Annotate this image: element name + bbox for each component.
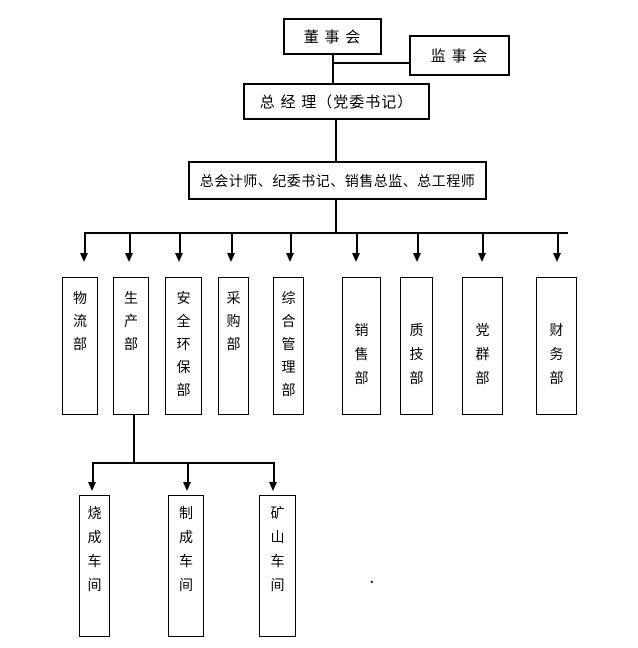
department-box-procurement: 采购部 bbox=[218, 277, 249, 415]
department-label: 生产部 bbox=[124, 292, 138, 353]
department-label: 物流部 bbox=[73, 292, 87, 353]
department-rail bbox=[84, 232, 568, 234]
workshop-label: 烧成车间 bbox=[87, 507, 102, 594]
workshop-rail bbox=[92, 462, 274, 464]
down-arrow-icon bbox=[227, 253, 235, 262]
connector-chiefs-rail bbox=[335, 200, 337, 233]
connector-board-gm bbox=[332, 55, 334, 83]
department-label: 党群部 bbox=[475, 324, 490, 387]
down-arrow-icon bbox=[125, 253, 133, 262]
department-box-finance: 财务部 bbox=[536, 277, 577, 415]
department-label: 质技部 bbox=[409, 324, 424, 387]
down-arrow-stem bbox=[417, 232, 419, 253]
department-label: 安全环保部 bbox=[176, 292, 191, 399]
connector-production-workshops bbox=[133, 415, 135, 462]
department-box-logistics: 物流部 bbox=[62, 277, 98, 415]
down-arrow-icon bbox=[478, 253, 486, 262]
down-arrow-stem bbox=[356, 232, 358, 253]
connector-gm-chiefs bbox=[335, 120, 337, 161]
down-arrow-stem bbox=[231, 232, 233, 253]
department-box-quality-tech: 质技部 bbox=[400, 277, 433, 415]
down-arrow-icon bbox=[286, 253, 294, 262]
down-arrow-stem bbox=[84, 232, 86, 253]
stray-dot: . bbox=[370, 572, 374, 587]
department-box-sales: 销售部 bbox=[342, 277, 381, 415]
down-arrow-icon bbox=[352, 253, 360, 262]
down-arrow-icon bbox=[269, 482, 277, 491]
down-arrow-icon bbox=[88, 482, 96, 491]
department-label: 综合管理部 bbox=[281, 292, 296, 399]
supervisory-box: 监 事 会 bbox=[409, 35, 510, 76]
down-arrow-stem bbox=[290, 232, 292, 253]
supervisory-label: 监 事 会 bbox=[430, 49, 489, 65]
down-arrow-stem bbox=[273, 462, 275, 482]
down-arrow-icon bbox=[175, 253, 183, 262]
chiefs-label: 总会计师、纪委书记、销售总监、总工程师 bbox=[199, 174, 476, 190]
workshop-label: 矿山车间 bbox=[270, 507, 285, 594]
down-arrow-stem bbox=[557, 232, 559, 253]
down-arrow-stem bbox=[129, 232, 131, 253]
board-box: 董 事 会 bbox=[283, 18, 382, 55]
board-label: 董 事 会 bbox=[303, 30, 362, 46]
department-box-safety-environment: 安全环保部 bbox=[165, 277, 202, 415]
department-label: 销售部 bbox=[354, 324, 369, 387]
department-box-production: 生产部 bbox=[113, 277, 149, 415]
department-box-general-management: 综合管理部 bbox=[273, 277, 304, 415]
down-arrow-stem bbox=[92, 462, 94, 482]
general-manager-label: 总 经 理（党委书记） bbox=[259, 95, 414, 111]
down-arrow-icon bbox=[553, 253, 561, 262]
department-label: 财务部 bbox=[549, 324, 564, 387]
down-arrow-icon bbox=[413, 253, 421, 262]
down-arrow-stem bbox=[482, 232, 484, 253]
down-arrow-icon bbox=[80, 253, 88, 262]
connector-board-supervisory bbox=[332, 62, 409, 64]
down-arrow-stem bbox=[187, 462, 189, 482]
workshop-box-mining: 矿山车间 bbox=[259, 495, 296, 637]
workshop-box-sintering: 烧成车间 bbox=[79, 495, 110, 637]
department-box-party-mass: 党群部 bbox=[462, 277, 503, 415]
workshop-label: 制成车间 bbox=[179, 507, 193, 594]
department-label: 采购部 bbox=[226, 292, 241, 353]
down-arrow-icon bbox=[183, 482, 191, 491]
chiefs-box: 总会计师、纪委书记、销售总监、总工程师 bbox=[188, 161, 487, 200]
workshop-box-finishing: 制成车间 bbox=[168, 495, 204, 637]
down-arrow-stem bbox=[179, 232, 181, 253]
general-manager-box: 总 经 理（党委书记） bbox=[243, 83, 430, 120]
